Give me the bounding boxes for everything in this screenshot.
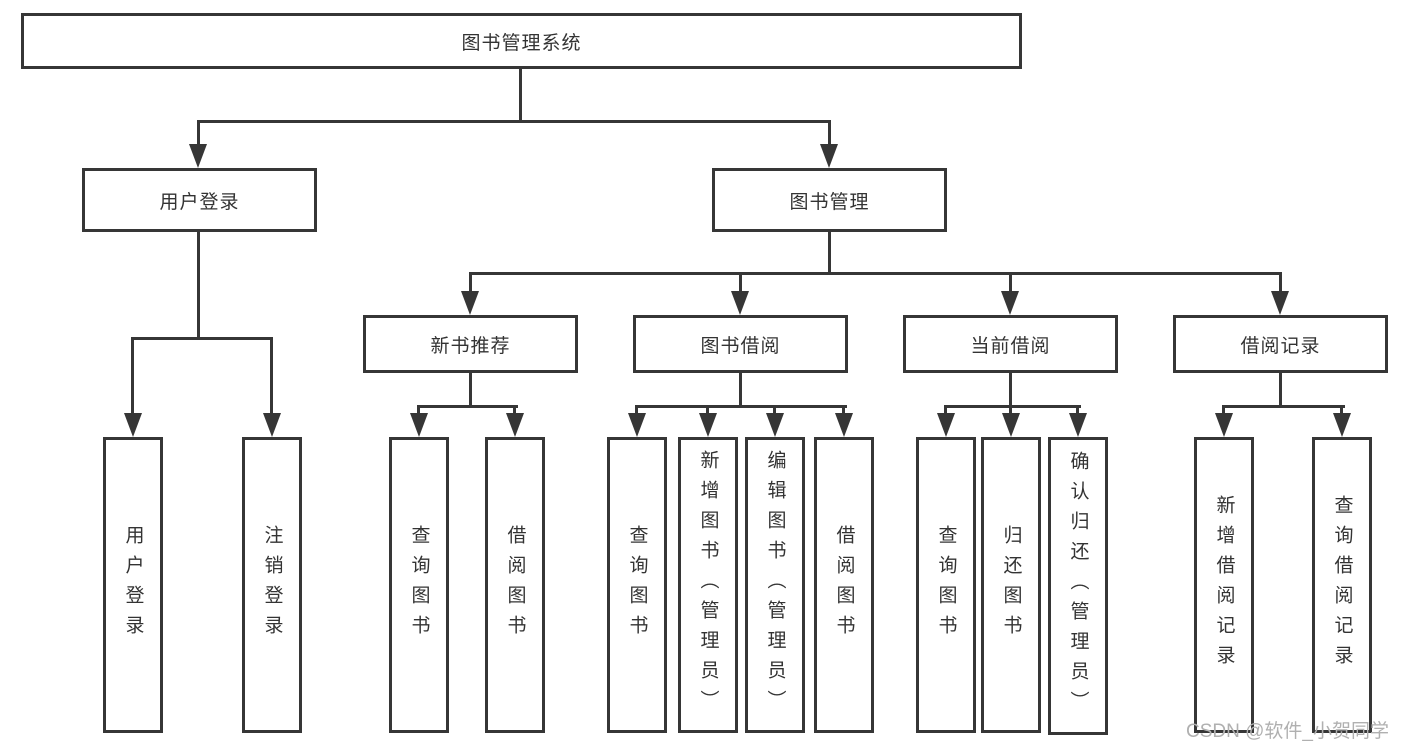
node-leaf-confirm-return-admin: 确认归还（管理员） xyxy=(1048,437,1108,735)
connector-to-logout-leaf xyxy=(270,337,273,415)
arrowhead-icon xyxy=(1001,291,1019,315)
connector-records-stem xyxy=(1279,373,1282,408)
connector-leaf xyxy=(773,405,776,417)
connector-leaf xyxy=(1222,405,1225,417)
arrowhead-icon xyxy=(189,144,207,168)
node-leaf-edit-books-admin: 编辑图书（管理员） xyxy=(745,437,805,733)
node-label: 借阅图书 xyxy=(504,525,526,645)
node-label: 借阅记录 xyxy=(1240,335,1321,357)
connector-current-hline xyxy=(944,405,1081,408)
arrowhead-icon xyxy=(766,413,784,437)
node-library-management-system: 图书管理系统 xyxy=(21,13,1022,69)
node-current-borrowing: 当前借阅 xyxy=(903,315,1118,373)
node-label: 查询图书 xyxy=(408,525,430,645)
connector-records-hline xyxy=(1222,405,1345,408)
node-book-management: 图书管理 xyxy=(712,168,947,232)
node-label: 用户登录 xyxy=(122,525,144,645)
connector-to-borrowing-records xyxy=(1279,272,1282,294)
arrowhead-icon xyxy=(1271,291,1289,315)
connector-to-user-login xyxy=(197,120,200,146)
connector-book-management-stem xyxy=(828,232,831,272)
node-leaf-logout: 注销登录 xyxy=(242,437,302,733)
connector-to-book-borrowing xyxy=(739,272,742,294)
connector-leaf xyxy=(1340,405,1343,417)
node-user-login: 用户登录 xyxy=(82,168,317,232)
node-label: 归还图书 xyxy=(1000,525,1022,645)
arrowhead-icon xyxy=(1069,413,1087,437)
connector-leaf xyxy=(417,405,420,417)
connector-recommend-stem xyxy=(469,373,472,408)
node-label: 新增图书（管理员） xyxy=(697,450,719,720)
arrowhead-icon xyxy=(410,413,428,437)
node-new-book-recommend: 新书推荐 xyxy=(363,315,578,373)
node-leaf-add-borrow-record: 新增借阅记录 xyxy=(1194,437,1254,733)
connector-user-login-hline xyxy=(131,337,273,340)
node-borrowing-records: 借阅记录 xyxy=(1173,315,1388,373)
node-leaf-borrow-books-recommend: 借阅图书 xyxy=(485,437,545,733)
node-label: 借阅图书 xyxy=(833,525,855,645)
node-label: 图书管理系统 xyxy=(461,32,582,54)
connector-borrowing-stem xyxy=(739,373,742,408)
arrowhead-icon xyxy=(1002,413,1020,437)
node-label: 新书推荐 xyxy=(430,335,511,357)
connector-level2-hline xyxy=(469,272,1282,275)
connector-recommend-hline xyxy=(417,405,518,408)
connector-root-stem xyxy=(519,69,522,120)
connector-user-login-stem xyxy=(197,232,200,337)
node-book-borrowing: 图书借阅 xyxy=(633,315,848,373)
arrowhead-icon xyxy=(263,413,281,437)
connector-leaf xyxy=(706,405,709,417)
connector-borrowing-hline xyxy=(635,405,847,408)
node-leaf-borrow-books-borrowing: 借阅图书 xyxy=(814,437,874,733)
connector-leaf xyxy=(944,405,947,417)
connector-leaf xyxy=(1009,405,1012,417)
arrowhead-icon xyxy=(1215,413,1233,437)
node-label: 图书借阅 xyxy=(700,335,781,357)
arrowhead-icon xyxy=(628,413,646,437)
node-label: 图书管理 xyxy=(789,191,870,213)
connector-level1-hline xyxy=(197,120,831,123)
connector-leaf xyxy=(635,405,638,417)
connector-leaf xyxy=(513,405,516,417)
node-label: 新增借阅记录 xyxy=(1213,495,1235,675)
node-label: 用户登录 xyxy=(159,191,240,213)
node-label: 注销登录 xyxy=(261,525,283,645)
arrowhead-icon xyxy=(835,413,853,437)
node-leaf-return-books: 归还图书 xyxy=(981,437,1041,733)
node-leaf-query-books-current: 查询图书 xyxy=(916,437,976,733)
connector-to-new-book-recommend xyxy=(469,272,472,294)
node-leaf-user-login: 用户登录 xyxy=(103,437,163,733)
node-label: 查询借阅记录 xyxy=(1331,495,1353,675)
node-label: 查询图书 xyxy=(626,525,648,645)
connector-leaf xyxy=(1076,405,1079,417)
watermark-text: CSDN @软件_小贺同学 xyxy=(1186,721,1389,742)
arrowhead-icon xyxy=(937,413,955,437)
connector-to-book-management xyxy=(828,120,831,146)
node-leaf-query-books-recommend: 查询图书 xyxy=(389,437,449,733)
arrowhead-icon xyxy=(699,413,717,437)
node-leaf-query-borrow-record: 查询借阅记录 xyxy=(1312,437,1372,733)
arrowhead-icon xyxy=(506,413,524,437)
connector-to-current-borrowing xyxy=(1009,272,1012,294)
arrowhead-icon xyxy=(461,291,479,315)
arrowhead-icon xyxy=(1333,413,1351,437)
node-label: 当前借阅 xyxy=(970,335,1051,357)
node-label: 确认归还（管理员） xyxy=(1067,451,1089,721)
node-leaf-add-books-admin: 新增图书（管理员） xyxy=(678,437,738,733)
node-leaf-query-books-borrowing: 查询图书 xyxy=(607,437,667,733)
node-label: 查询图书 xyxy=(935,525,957,645)
connector-current-stem xyxy=(1009,373,1012,408)
connector-to-login-leaf xyxy=(131,337,134,415)
connector-leaf xyxy=(842,405,845,417)
arrowhead-icon xyxy=(731,291,749,315)
arrowhead-icon xyxy=(820,144,838,168)
node-label: 编辑图书（管理员） xyxy=(764,450,786,720)
arrowhead-icon xyxy=(124,413,142,437)
